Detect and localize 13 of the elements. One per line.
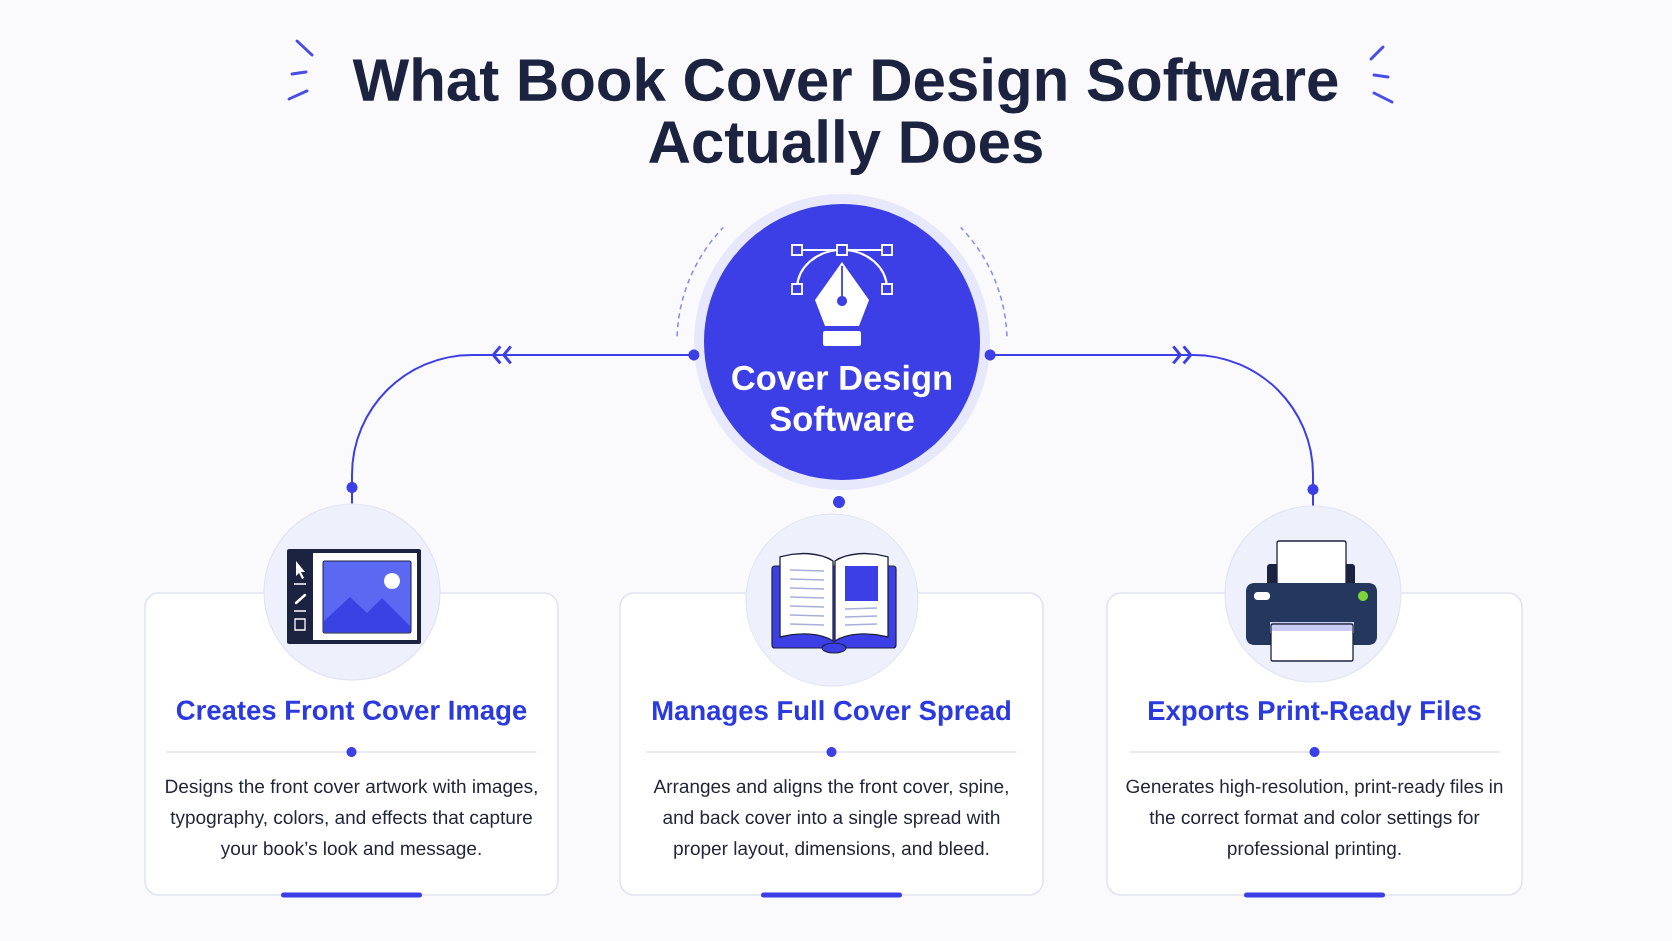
printer-icon: [1224, 505, 1402, 683]
title: What Book Cover Design Software Actually Does: [352, 57, 1338, 176]
card-description: Designs the front cover artwork with images, typography, colors, and effects that capture your book’s look and message.: [166, 779, 537, 859]
image-editor-icon: [263, 503, 441, 681]
hub-title: Cover Design Software: [732, 364, 951, 432]
open-book-icon: [745, 513, 919, 687]
card-description: Arranges and aligns the front cover, spine, and back cover into a single spread with proper layout, dimensions, and bleed.: [653, 779, 1008, 859]
card-heading: Creates Front Cover Image: [176, 700, 527, 726]
card-heading: Exports Print-Ready Files: [1149, 700, 1481, 726]
card-description: Generates high-resolution, print-ready files in the correct format and color settings for professional printing.: [1126, 779, 1503, 859]
connector: [346, 345, 700, 505]
card-heading: Manages Full Cover Spread: [653, 700, 1010, 726]
connector: [984, 345, 1319, 507]
